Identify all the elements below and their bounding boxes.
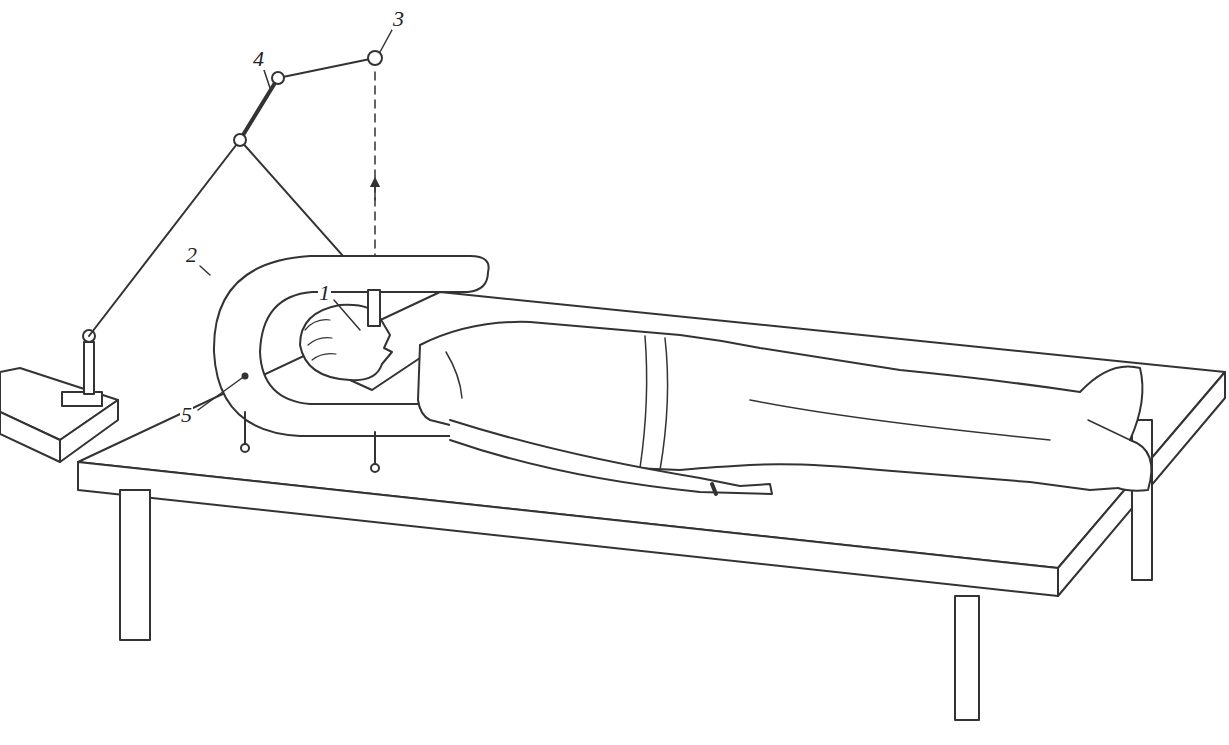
callout-number: 1 [318, 282, 331, 304]
callout-number: 5 [180, 404, 193, 426]
callout-number: 4 [252, 48, 265, 70]
side-bench [0, 330, 118, 462]
leader-lines [198, 30, 392, 410]
patient-figure [300, 290, 1151, 494]
callout-number: 3 [392, 8, 405, 30]
callout-number: 2 [185, 244, 198, 266]
